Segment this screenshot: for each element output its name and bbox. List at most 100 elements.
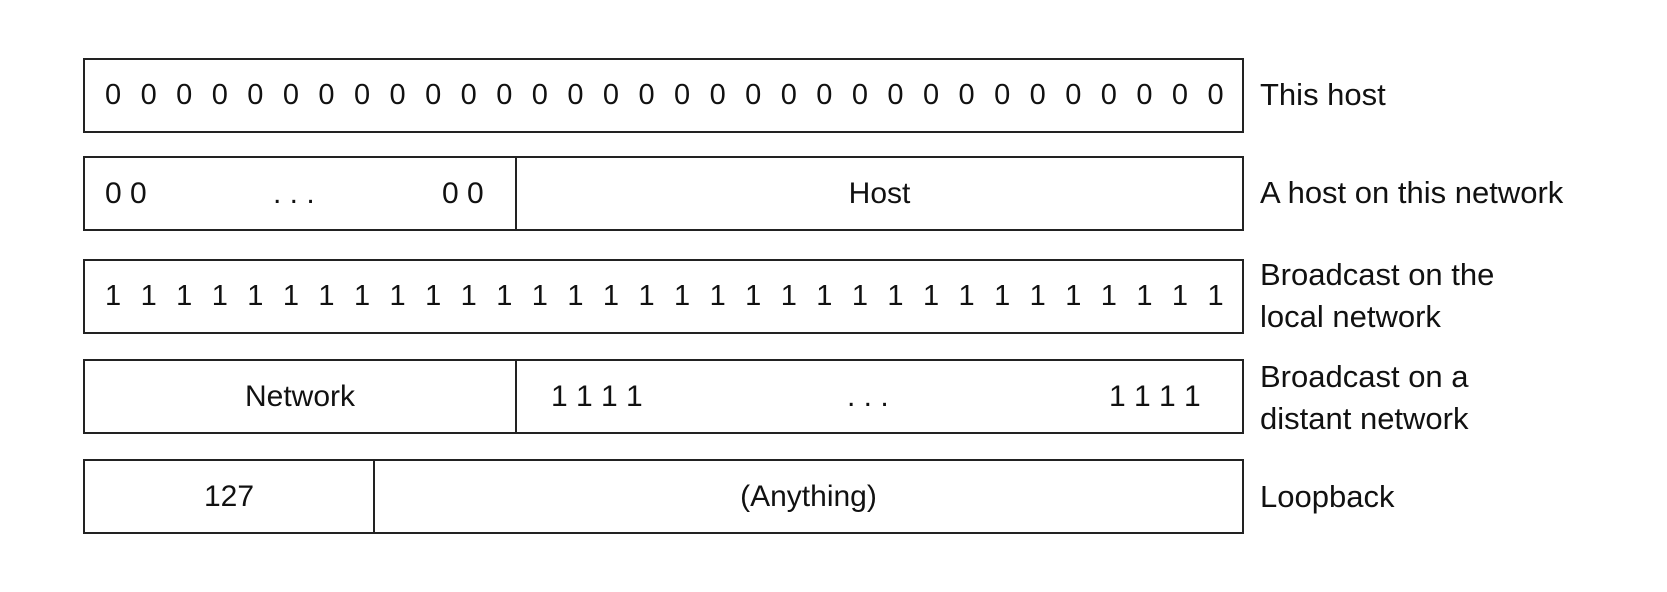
bit: 1 bbox=[922, 280, 940, 312]
zero-network-field: 0 0 . . . 0 0 bbox=[85, 158, 515, 229]
ellipsis: . . . bbox=[847, 379, 889, 413]
bit: 1 bbox=[460, 280, 477, 312]
bit: 1 bbox=[851, 280, 868, 312]
bit: 0 bbox=[176, 79, 193, 111]
anything-label: (Anything) bbox=[740, 479, 877, 513]
bit: 1 bbox=[1029, 280, 1046, 312]
bit: 0 bbox=[460, 79, 477, 111]
bit: 0 bbox=[105, 79, 122, 111]
bit: 1 bbox=[1065, 280, 1082, 312]
label-loopback: Loopback bbox=[1260, 476, 1394, 518]
loopback-prefix: 127 bbox=[203, 479, 255, 513]
bit: 1 bbox=[994, 280, 1011, 312]
bit: 1 bbox=[780, 280, 797, 312]
bit: 0 bbox=[958, 79, 975, 111]
network-field-label: Network bbox=[244, 379, 356, 413]
label-host-on-this-network: A host on this network bbox=[1260, 172, 1563, 214]
one-bits-end: 1 1 1 1 bbox=[1109, 379, 1201, 413]
label-line: A host on this network bbox=[1260, 175, 1564, 210]
ellipsis: . . . bbox=[273, 176, 315, 210]
bit: 0 bbox=[851, 79, 868, 111]
bit: 1 bbox=[1207, 280, 1224, 312]
bit: 0 bbox=[353, 79, 371, 111]
bit: 0 bbox=[1136, 79, 1153, 111]
bit: 1 bbox=[1136, 280, 1153, 312]
bit: 0 bbox=[247, 79, 264, 111]
loopback-network-field: 127 bbox=[85, 461, 373, 532]
bit: 1 bbox=[105, 280, 122, 312]
bit: 0 bbox=[140, 79, 157, 111]
bit: 0 bbox=[282, 79, 299, 111]
label-line: distant network bbox=[1260, 401, 1469, 436]
bit: 0 bbox=[531, 79, 548, 111]
bit: 1 bbox=[602, 280, 620, 312]
bit: 0 bbox=[496, 79, 513, 111]
bit: 0 bbox=[1065, 79, 1082, 111]
zero-bits-end: 0 0 bbox=[442, 176, 484, 210]
bit: 0 bbox=[922, 79, 940, 111]
label-line: Loopback bbox=[1260, 479, 1395, 514]
host-field: Host bbox=[515, 158, 1242, 229]
label-broadcast-distant: Broadcast on a distant network bbox=[1260, 356, 1469, 440]
bit: 1 bbox=[211, 280, 228, 312]
label-line: Broadcast on the bbox=[1260, 257, 1495, 292]
bit: 1 bbox=[318, 280, 335, 312]
bit: 1 bbox=[887, 280, 904, 312]
bit: 0 bbox=[1100, 79, 1117, 111]
bit: 0 bbox=[1171, 79, 1189, 111]
bit: 1 bbox=[353, 280, 371, 312]
bit: 0 bbox=[674, 79, 691, 111]
bit: 0 bbox=[318, 79, 335, 111]
bit: 1 bbox=[176, 280, 193, 312]
bit: 0 bbox=[602, 79, 620, 111]
bit: 0 bbox=[389, 79, 406, 111]
bit: 1 bbox=[638, 280, 655, 312]
bit: 1 bbox=[247, 280, 264, 312]
bit: 1 bbox=[1171, 280, 1189, 312]
bit: 1 bbox=[496, 280, 513, 312]
bit: 0 bbox=[567, 79, 584, 111]
address-row-broadcast-distant: Network 1 1 1 1 . . . 1 1 1 1 bbox=[83, 359, 1244, 434]
bit: 0 bbox=[816, 79, 833, 111]
bit: 0 bbox=[994, 79, 1011, 111]
bit: 0 bbox=[745, 79, 762, 111]
bit: 1 bbox=[567, 280, 584, 312]
label-line: This host bbox=[1260, 77, 1386, 112]
bit: 0 bbox=[211, 79, 228, 111]
network-field: Network bbox=[85, 361, 515, 432]
bit: 1 bbox=[531, 280, 548, 312]
bit: 1 bbox=[745, 280, 762, 312]
bit: 1 bbox=[958, 280, 975, 312]
bit: 0 bbox=[1207, 79, 1224, 111]
bit: 0 bbox=[425, 79, 442, 111]
label-line: Broadcast on a bbox=[1260, 359, 1469, 394]
all-ones-host-field: 1 1 1 1 . . . 1 1 1 1 bbox=[515, 361, 1242, 432]
label-this-host: This host bbox=[1260, 74, 1386, 116]
zero-bits-start: 0 0 bbox=[105, 176, 147, 210]
bit: 0 bbox=[1029, 79, 1046, 111]
address-row-loopback: 127 (Anything) bbox=[83, 459, 1244, 534]
bit: 1 bbox=[1100, 280, 1117, 312]
bit: 0 bbox=[887, 79, 904, 111]
bit: 0 bbox=[638, 79, 655, 111]
host-field-label: Host bbox=[848, 176, 911, 210]
bit: 0 bbox=[709, 79, 726, 111]
label-line: local network bbox=[1260, 299, 1441, 334]
one-bits-start: 1 1 1 1 bbox=[551, 379, 643, 413]
anything-field: (Anything) bbox=[373, 461, 1242, 532]
address-row-host-on-this-network: 0 0 . . . 0 0 Host bbox=[83, 156, 1244, 231]
bit: 1 bbox=[674, 280, 691, 312]
bit: 1 bbox=[140, 280, 157, 312]
label-broadcast-local: Broadcast on the local network bbox=[1260, 254, 1494, 338]
bit: 1 bbox=[709, 280, 726, 312]
bit: 1 bbox=[389, 280, 406, 312]
bit: 0 bbox=[780, 79, 797, 111]
bit: 1 bbox=[425, 280, 442, 312]
bit: 1 bbox=[816, 280, 833, 312]
